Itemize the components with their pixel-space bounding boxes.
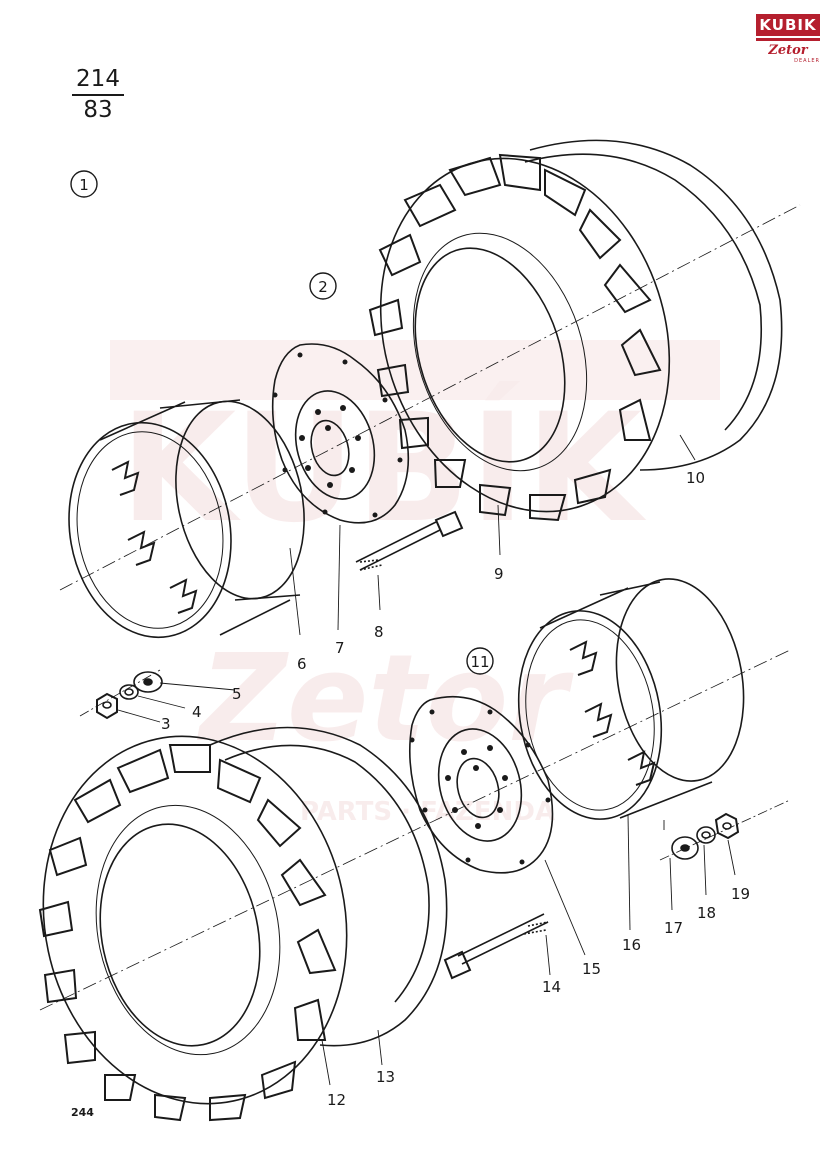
tire-9 xyxy=(368,153,671,522)
callout-8: 8 xyxy=(374,623,384,641)
callout-10: 10 xyxy=(686,469,705,487)
callout-15: 15 xyxy=(582,960,601,978)
group-marker-11: 11 xyxy=(466,647,494,675)
callout-16: 16 xyxy=(622,936,641,954)
bolt-8 xyxy=(355,510,464,571)
logo-dealer-text: DEALER xyxy=(794,58,820,64)
watermark-kubik: KUBÍK xyxy=(120,381,647,556)
callout-3: 3 xyxy=(161,715,171,733)
watermark: KUBÍK Zetor PARTS · FAZENDA xyxy=(110,340,720,827)
top-leaders xyxy=(117,434,696,723)
top-assembly xyxy=(59,139,801,723)
callout-12: 12 xyxy=(327,1091,346,1109)
fasteners-3-4-5 xyxy=(79,669,163,720)
disc-7 xyxy=(271,343,410,524)
svg-text:1: 1 xyxy=(79,176,89,194)
page-number: 244 xyxy=(71,1106,94,1119)
watermark-zetor: Zetor xyxy=(196,630,574,769)
callout-13: 13 xyxy=(376,1068,395,1086)
callout-5: 5 xyxy=(232,685,242,703)
fraction-numerator: 214 xyxy=(72,66,124,96)
callout-19: 19 xyxy=(731,885,750,903)
callout-6: 6 xyxy=(297,655,307,673)
logo-zetor-text: Zetor xyxy=(768,43,808,58)
group-marker-2: 2 xyxy=(309,272,337,300)
svg-text:2: 2 xyxy=(318,278,328,296)
callout-9: 9 xyxy=(494,565,504,583)
fasteners-17-18-19 xyxy=(659,799,791,861)
callout-18: 18 xyxy=(697,904,716,922)
logo-kubik-text: KUBIK xyxy=(756,14,820,36)
callout-14: 14 xyxy=(542,978,561,996)
bolt-14 xyxy=(443,913,549,980)
catalog-fraction: 214 83 xyxy=(72,66,124,123)
tire-13 xyxy=(209,726,448,1047)
group-marker-1: 1 xyxy=(70,170,98,198)
fraction-denominator: 83 xyxy=(83,97,113,123)
rim-6 xyxy=(68,399,305,639)
disc-15 xyxy=(408,695,554,874)
svg-text:11: 11 xyxy=(470,653,489,671)
tire-10 xyxy=(524,139,783,471)
bottom-axis-line xyxy=(39,649,791,1011)
kubik-zetor-logo: KUBIK Zetor DEALER xyxy=(756,14,820,72)
bottom-assembly xyxy=(38,578,791,1122)
logo-bar xyxy=(756,38,820,41)
tire-12 xyxy=(38,735,348,1122)
rim-16 xyxy=(517,578,745,820)
bottom-leaders xyxy=(321,814,736,1086)
callout-7: 7 xyxy=(335,639,345,657)
callout-17: 17 xyxy=(664,919,683,937)
callout-4: 4 xyxy=(192,703,202,721)
